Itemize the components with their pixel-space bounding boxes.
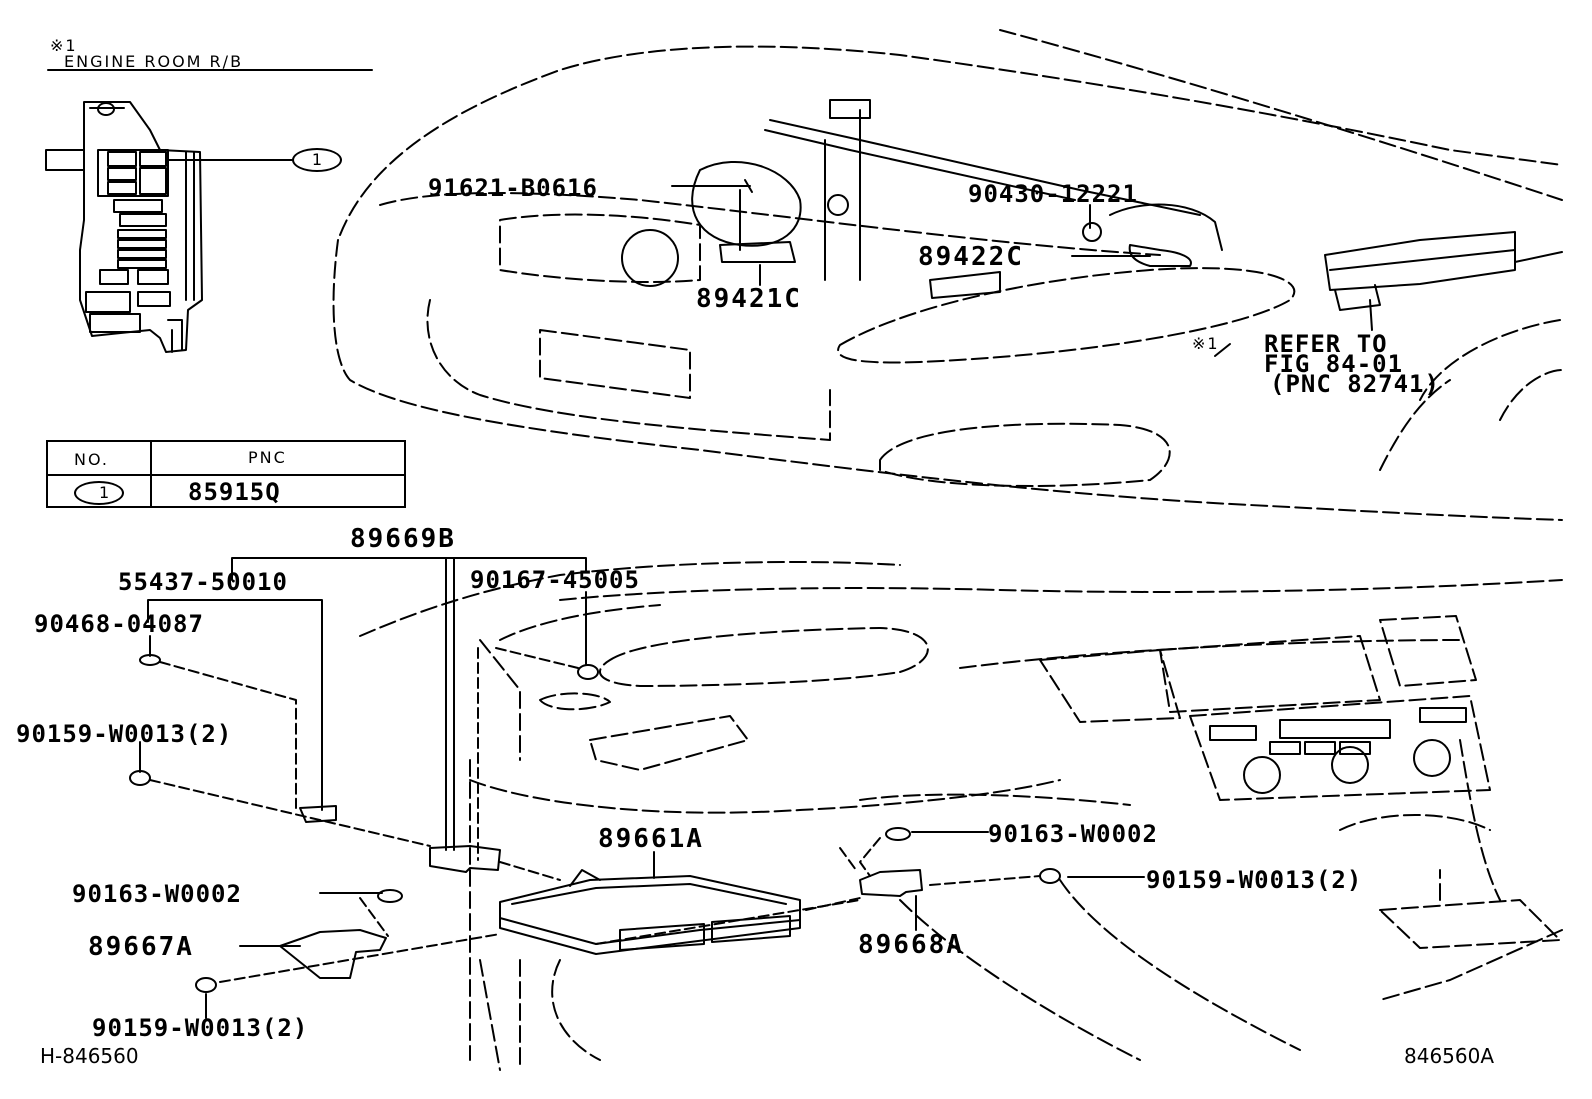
part-label-90167: 90167-45005 <box>470 566 640 594</box>
footer-left-code: H-846560 <box>40 1044 139 1068</box>
dashboard-drawing <box>359 561 1563 1071</box>
table-cell-pnc: 85915Q <box>188 478 281 506</box>
dashboard-controls <box>1209 707 1467 794</box>
relay-callout-circle: 1 <box>292 148 342 172</box>
part-label-90468: 90468-04087 <box>34 610 204 638</box>
part-label-89422: 89422C <box>918 242 1024 272</box>
relay-block-drawing <box>45 101 293 353</box>
refer-note-line1: REFER TO <box>1264 330 1388 358</box>
part-label-89668: 89668A <box>858 930 964 960</box>
part-label-55437: 55437-50010 <box>118 568 288 596</box>
part-label-89667: 89667A <box>88 932 194 962</box>
table-cell-no: 1 <box>99 483 110 502</box>
relay-callout-number: 1 <box>311 150 323 169</box>
part-label-90430: 90430-12221 <box>968 180 1138 208</box>
table-header-pnc: PNC <box>248 448 287 467</box>
part-label-90159-right: 90159-W0013(2) <box>1146 866 1363 894</box>
dashboard-leaders <box>139 557 1145 1019</box>
diagram-title: ENGINE ROOM R/B <box>64 52 244 71</box>
table-header-no: NO. <box>74 450 109 469</box>
engine-parts-drawing <box>621 99 1516 311</box>
part-label-90159-lower: 90159-W0013(2) <box>92 1014 309 1042</box>
part-label-90163-left: 90163-W0002 <box>72 880 242 908</box>
engine-room-drawing <box>332 29 1563 521</box>
engine-leaders <box>671 185 1563 357</box>
pnc-table: NO. PNC 1 85915Q <box>46 440 406 508</box>
refer-note-line2: FIG 84-01 <box>1264 350 1404 378</box>
table-divider-horizontal <box>48 474 404 476</box>
refer-note-mark: ※1 <box>1192 334 1220 353</box>
note-mark: ※1 <box>50 36 78 55</box>
table-row-callout: 1 <box>74 481 124 505</box>
part-label-90163-right: 90163-W0002 <box>988 820 1158 848</box>
footer-right-code: 846560A <box>1404 1044 1495 1068</box>
ecu-drawing <box>499 869 801 955</box>
part-label-89421: 89421C <box>696 284 802 314</box>
assembly-lines <box>149 647 1041 983</box>
part-label-89661: 89661A <box>598 824 704 854</box>
refer-note-line3: (PNC 82741) <box>1270 370 1440 398</box>
part-label-89669: 89669B <box>350 524 456 554</box>
part-label-90159-upper: 90159-W0013(2) <box>16 720 233 748</box>
part-label-91621: 91621-B0616 <box>428 174 598 202</box>
